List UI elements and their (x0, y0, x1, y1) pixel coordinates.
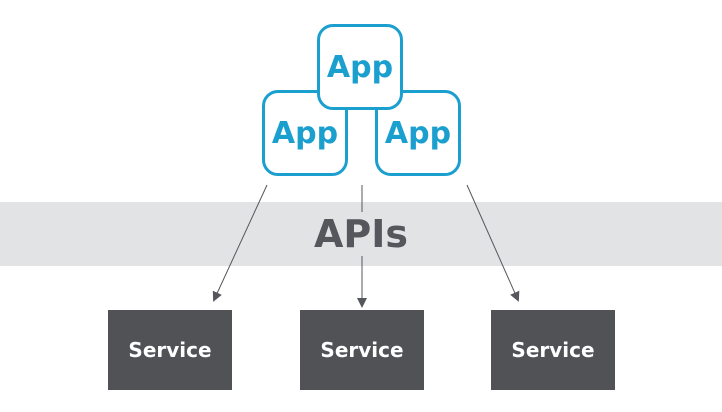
arrow-right (466, 184, 520, 302)
service-box-center: Service (300, 310, 424, 390)
app-box-left: App (262, 90, 348, 176)
app-box-top: App (317, 24, 403, 110)
api-layer-label-wrap: APIs (0, 202, 722, 266)
api-layer-label: APIs (307, 212, 415, 256)
service-box-left: Service (108, 310, 232, 390)
app-box-right: App (375, 90, 461, 176)
arrow-left (212, 184, 268, 302)
service-box-right: Service (491, 310, 615, 390)
